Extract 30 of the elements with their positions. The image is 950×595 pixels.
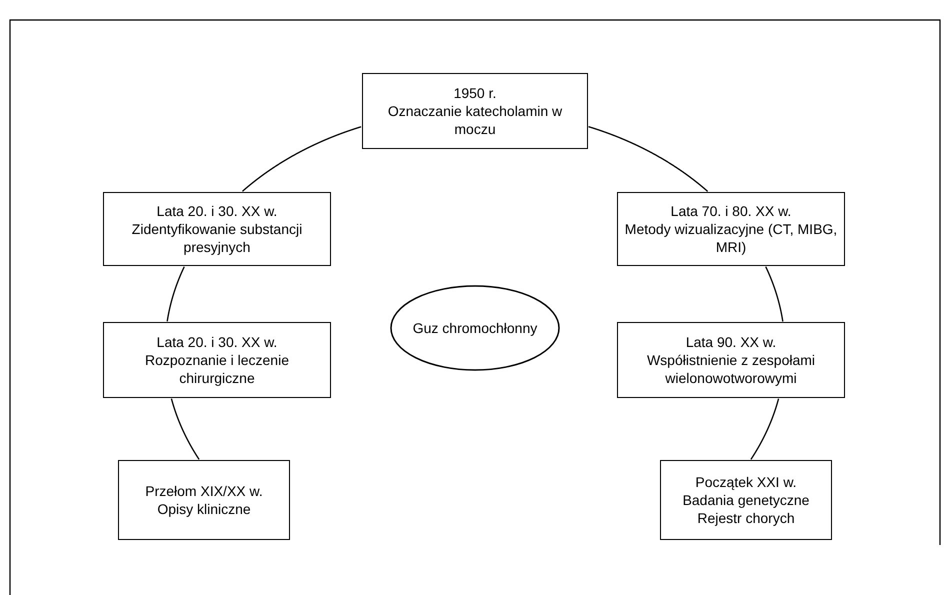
timeline-box <box>103 192 331 266</box>
ellipse-node <box>390 285 560 371</box>
description-text: Guz chromochłonny <box>412 319 538 337</box>
connector-arc <box>166 266 185 322</box>
date-heading: Lata 70. i 80. XX w. <box>670 202 792 220</box>
date-heading: Lata 20. i 30. XX w. <box>156 202 278 220</box>
connector-arc <box>242 126 362 192</box>
date-heading: Początek XXI w. <box>695 473 797 491</box>
connector-arc <box>765 266 784 322</box>
description-text: Metody wizualizacyjne (CT, MIBG, MRI) <box>624 220 838 256</box>
description-text: Rejestr chorych <box>697 509 795 527</box>
description-text: Oznaczanie katecholamin w moczu <box>386 102 564 138</box>
timeline-box <box>118 460 290 540</box>
timeline-box <box>660 460 832 540</box>
connector-arc <box>170 398 200 460</box>
description-text: Opisy kliniczne <box>157 500 251 518</box>
date-heading: Lata 20. i 30. XX w. <box>156 333 278 351</box>
date-heading: Przełom XIX/XX w. <box>145 482 263 500</box>
date-heading: Lata 90. XX w. <box>686 333 776 351</box>
timeline-box <box>103 322 331 398</box>
description-text: Badania genetyczne <box>682 491 810 509</box>
timeline-box <box>617 192 845 266</box>
connector-arc <box>750 398 780 460</box>
connector-arc <box>588 126 708 192</box>
description-text: Zidentyfikowanie substancji presyjnych <box>130 220 304 256</box>
description-text: Rozpoznanie i leczenie chirurgiczne <box>144 351 290 387</box>
timeline-box <box>617 322 845 398</box>
description-text: Współistnienie z zespołami wielonowotworowymi <box>646 351 816 387</box>
timeline-box <box>362 73 588 149</box>
date-heading: 1950 r. <box>454 84 496 102</box>
